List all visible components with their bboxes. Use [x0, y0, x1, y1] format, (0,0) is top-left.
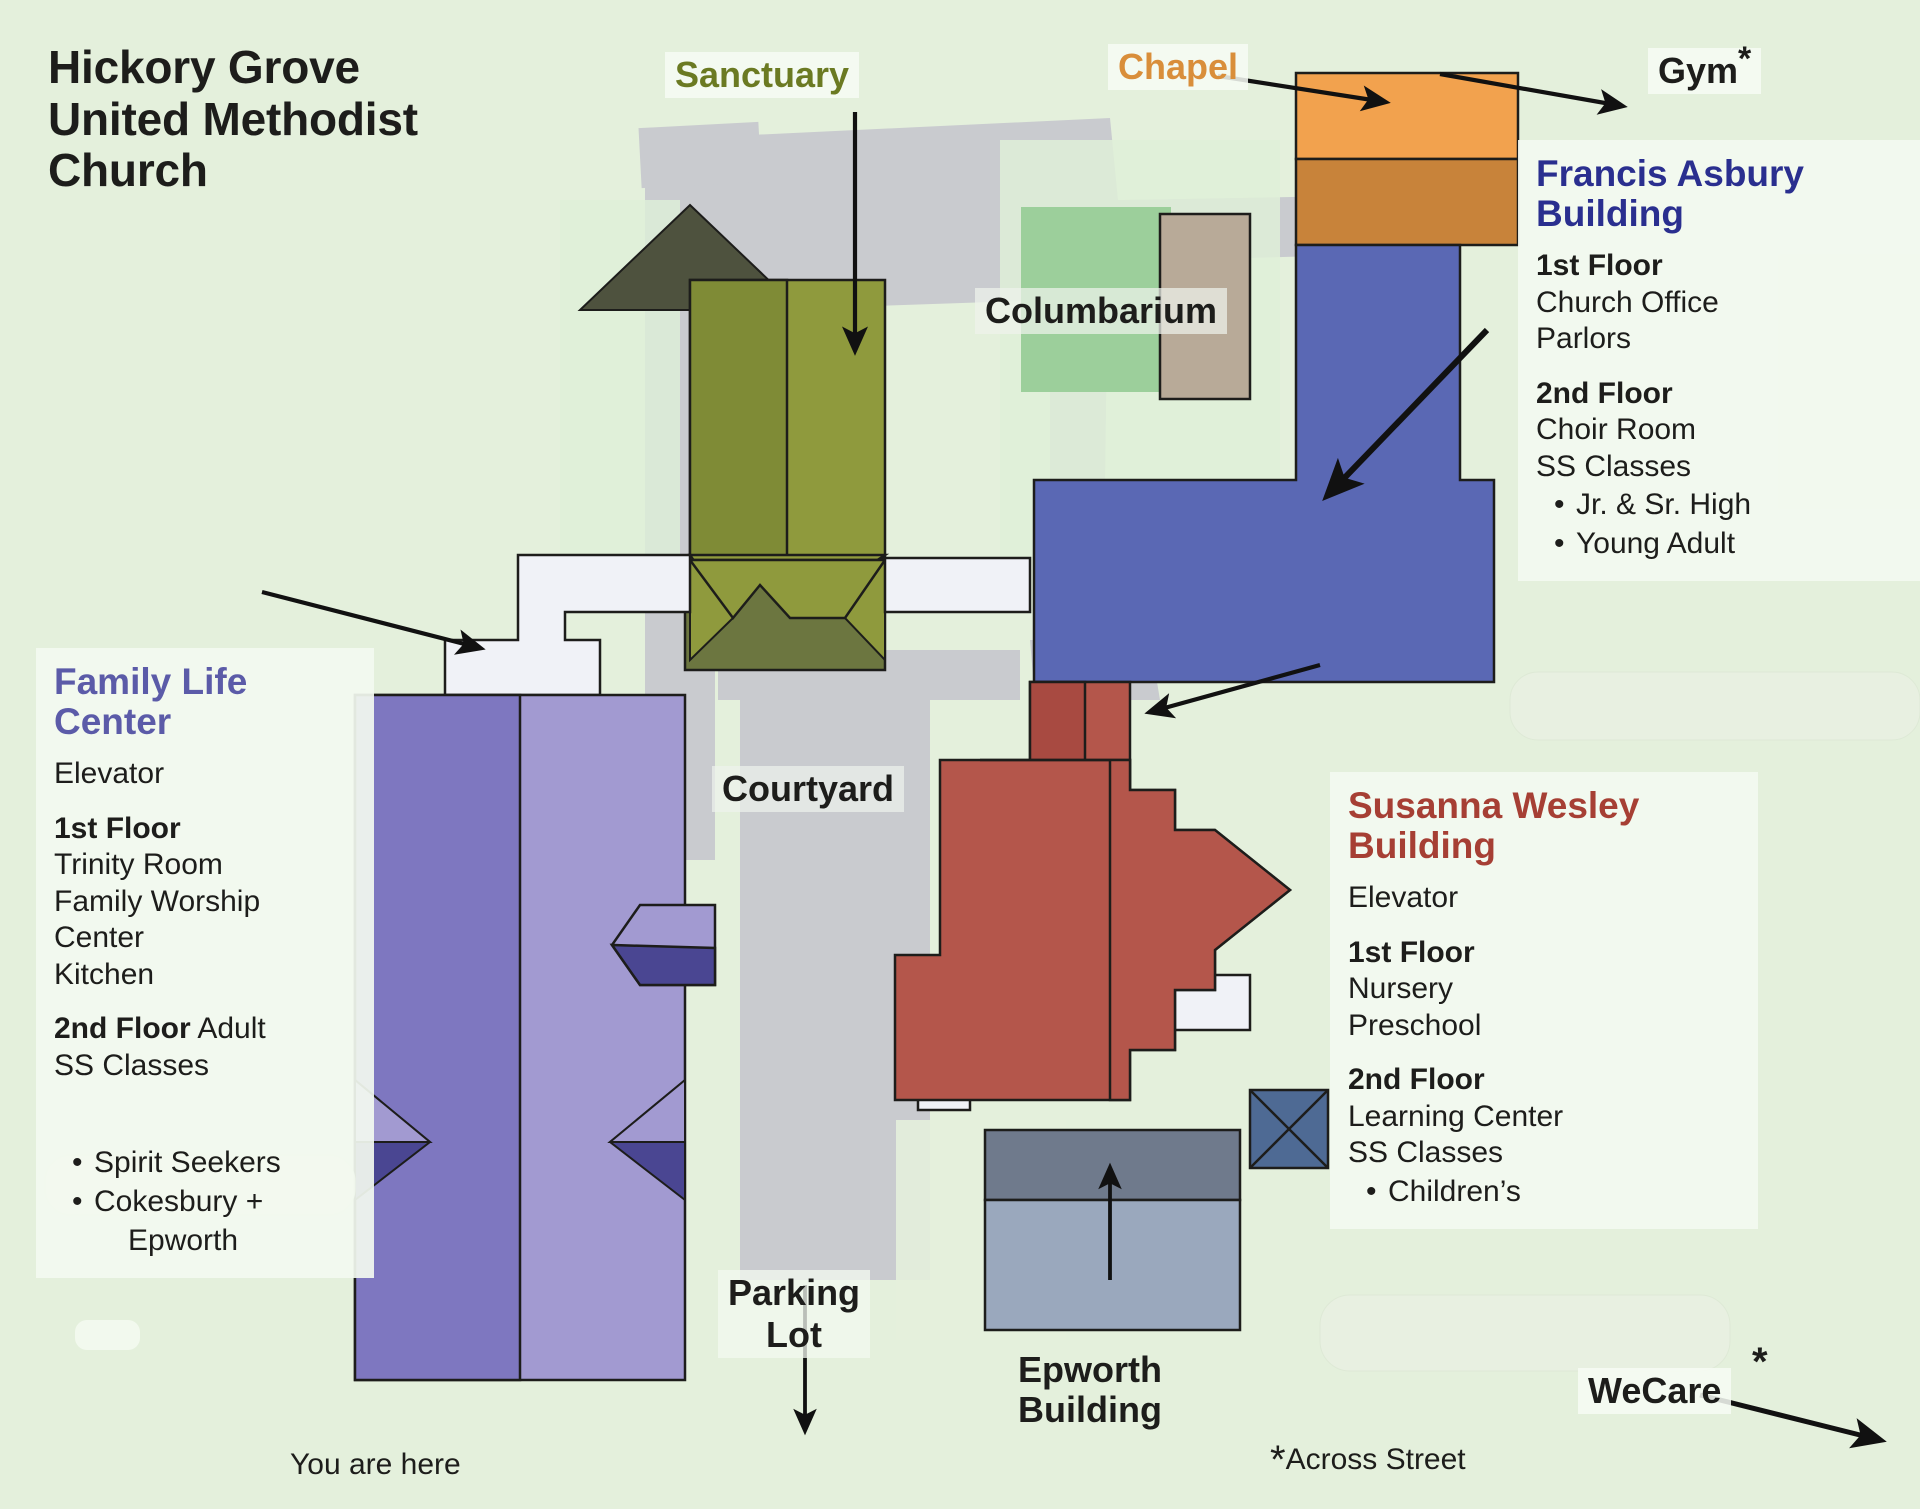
gym-star: *	[1738, 40, 1752, 78]
gym-arrow	[1439, 71, 1628, 115]
family-life-floor1-item-0: Trinity Room	[54, 848, 223, 882]
susanna-wesley-arrow	[1144, 662, 1321, 719]
family-life-title-line-2: Center	[54, 700, 172, 742]
across-street-note: *Across Street	[1270, 1438, 1466, 1483]
chapel-shape	[1294, 71, 1520, 247]
family-life-floor1-item-3: Kitchen	[54, 957, 155, 991]
label-parking-lot: Parking Lot	[718, 1270, 871, 1358]
list-item: Jr. & Sr. High	[1554, 485, 1916, 524]
title-line-1: Hickory Grove	[48, 41, 360, 93]
you-are-here-label: You are here	[290, 1448, 461, 1481]
francis-asbury-floor2-bullets: Jr. & Sr. High Young Adult	[1536, 485, 1916, 563]
label-columbarium: Columbarium	[975, 288, 1228, 334]
label-chapel: Chapel	[1108, 44, 1249, 90]
family-life-bullet-continuation: Epworth	[128, 1223, 239, 1257]
family-life-floor2-heading: 2nd Floor Adult	[54, 1011, 356, 1048]
susanna-wesley-floor1-item-0: Nursery	[1348, 972, 1454, 1006]
family-life-title: Family Life Center	[54, 662, 356, 742]
susanna-wesley-floor2-item-0: Learning Center	[1348, 1099, 1564, 1133]
francis-asbury-floor2-item-0: Choir Room	[1536, 413, 1697, 447]
family-life-title-line-1: Family Life	[54, 661, 248, 702]
gym-text: Gym	[1658, 50, 1739, 91]
susanna-wesley-feature: Elevator	[1348, 880, 1459, 914]
susanna-wesley-floor1-label: 1st Floor	[1348, 935, 1475, 969]
francis-asbury-floor1-label: 1st Floor	[1536, 248, 1663, 282]
across-street-star: *	[1270, 1438, 1286, 1482]
label-courtyard: Courtyard	[712, 766, 905, 812]
spacer	[1536, 358, 1916, 376]
susanna-wesley-title: Susanna Wesley Building	[1348, 786, 1740, 866]
francis-asbury-floor1-item-0: Church Office	[1536, 285, 1719, 319]
sanctuary-shape	[577, 203, 890, 672]
label-wecare: WeCare	[1578, 1368, 1732, 1414]
leader-arrows	[261, 71, 1887, 1449]
spacer	[54, 993, 356, 1011]
family-life-floor1-label: 1st Floor	[54, 811, 181, 845]
label-gym: Gym*	[1648, 42, 1762, 94]
parking-lot-line-1: Parking	[728, 1272, 861, 1313]
susanna-wesley-floor2-bullets: Children’s	[1348, 1172, 1740, 1211]
susanna-wesley-title-line-1: Susanna Wesley	[1348, 785, 1640, 826]
family-life-floor2-bullets: Spirit Seekers Cokesbury + Epworth	[54, 1143, 356, 1260]
panel-francis-asbury: Francis Asbury Building 1st Floor Church…	[1518, 140, 1920, 582]
susanna-wesley-title-line-2: Building	[1348, 824, 1496, 866]
list-item: Children’s	[1366, 1172, 1740, 1211]
title-line-2: United Methodist	[48, 92, 418, 145]
list-item: Spirit Seekers	[72, 1143, 356, 1182]
epworth-line-1: Epworth	[1018, 1349, 1162, 1390]
spacer-scribbled	[54, 1085, 356, 1143]
panel-family-life-center: Family Life Center Elevator 1st Floor Tr…	[36, 648, 374, 1278]
family-life-arrow	[261, 589, 486, 655]
epworth-line-2: Building	[1018, 1389, 1162, 1431]
parking-lot-line-2: Lot	[766, 1314, 822, 1355]
francis-asbury-floor1-item-1: Parlors	[1536, 322, 1632, 356]
susanna-wesley-floor2-item-1: SS Classes	[1348, 1136, 1504, 1170]
spacer	[54, 793, 356, 811]
francis-asbury-arrow	[1322, 327, 1490, 502]
francis-asbury-shape	[1032, 243, 1496, 684]
list-item-continuation: Epworth	[94, 1221, 356, 1260]
title-line-3: Church	[48, 144, 208, 197]
label-epworth-building: Epworth Building	[1018, 1349, 1162, 1431]
family-life-center-shape	[353, 693, 717, 1382]
family-life-floor2-label: 2nd Floor	[54, 1012, 191, 1046]
francis-asbury-floor2-label: 2nd Floor	[1536, 376, 1673, 410]
epworth-building-shape	[983, 1128, 1242, 1332]
page-title: Hickory Grove United Methodist Church	[48, 41, 418, 197]
susanna-wesley-shape	[893, 680, 1293, 1102]
elevator-block-shape	[1248, 1088, 1330, 1170]
family-life-floor1-item-2: Center	[54, 921, 145, 955]
francis-asbury-title-line-2: Building	[1536, 192, 1684, 234]
panel-susanna-wesley: Susanna Wesley Building Elevator 1st Flo…	[1330, 772, 1758, 1230]
label-sanctuary: Sanctuary	[665, 52, 860, 98]
family-life-floor1-item-1: Family Worship	[54, 884, 261, 918]
spacer	[1348, 1044, 1740, 1062]
list-item: Cokesbury +	[72, 1182, 356, 1221]
wecare-star: *	[1752, 1340, 1768, 1384]
spacer	[1348, 917, 1740, 935]
francis-asbury-title: Francis Asbury Building	[1536, 154, 1916, 234]
francis-asbury-floor2-item-1: SS Classes	[1536, 449, 1692, 483]
list-item: Young Adult	[1554, 524, 1916, 563]
susanna-wesley-floor1-item-1: Preschool	[1348, 1008, 1482, 1042]
susanna-wesley-floor2-label: 2nd Floor	[1348, 1063, 1485, 1097]
family-life-feature: Elevator	[54, 756, 165, 790]
family-life-floor2-suffix: Adult	[190, 1012, 266, 1046]
family-life-floor2-item-0: SS Classes	[54, 1049, 210, 1083]
across-street-text: Across Street	[1285, 1443, 1466, 1476]
francis-asbury-title-line-1: Francis Asbury	[1536, 153, 1804, 194]
